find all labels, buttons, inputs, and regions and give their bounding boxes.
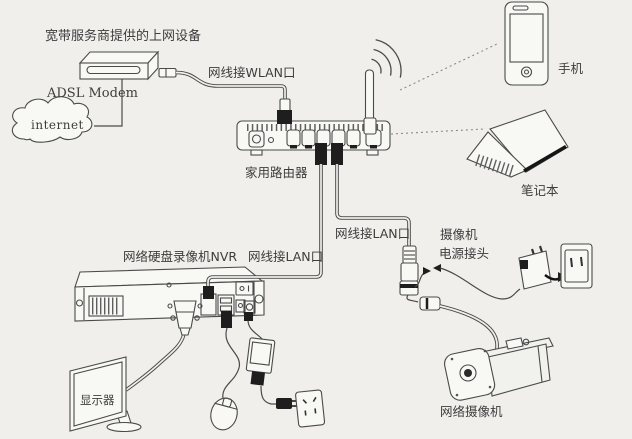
usb-plug: [221, 311, 232, 328]
modem-internet-line: [94, 79, 123, 127]
nvr-vent-grille: [88, 295, 124, 317]
wireless-link-phone: [399, 43, 498, 91]
rj45-plug: [331, 143, 343, 165]
ip-camera-label: 网络摄像机: [440, 404, 503, 419]
laptop-base: [466, 131, 528, 178]
phone-home-button: [520, 66, 533, 78]
laptop-keyboard: [475, 154, 514, 177]
wall-outlet-bottom-figure: [295, 389, 326, 428]
nvr-audio-port: [235, 299, 246, 313]
monitor-label: 显示器: [80, 393, 115, 407]
rj45-plug: [277, 110, 292, 124]
nvr-rack-hole: [75, 299, 84, 307]
phone-speaker: [512, 5, 529, 11]
wan-cable: [174, 70, 292, 124]
lan-cable-nvr-label: 网线接LAN口: [248, 249, 323, 264]
adsl-modem-figure: [78, 50, 177, 81]
router-foot: [250, 149, 263, 156]
camera-lens: [459, 364, 477, 382]
nvr-label: 网络硬盘录像机NVR: [123, 249, 237, 264]
power-plug: [276, 398, 292, 409]
lan-cable-camera-label: 网线接LAN口: [335, 226, 410, 241]
phone-figure: [504, 1, 549, 86]
camera-power-label-line1: 摄像机: [440, 227, 478, 242]
laptop-label: 笔记本: [521, 183, 559, 198]
wlan-cable-label: 网线接WLAN口: [208, 65, 296, 80]
camera-pigtail: [399, 245, 521, 376]
modem-vent-slot: [86, 65, 141, 75]
ip-camera-figure: [444, 337, 554, 401]
nvr-figure: [74, 266, 265, 322]
lan-cable-to-nvr: [203, 143, 327, 299]
connector-arrow: [433, 264, 441, 272]
router-antenna: [364, 69, 375, 123]
phone-screen: [509, 13, 544, 63]
router-reset-button: [267, 136, 275, 144]
laptop-hinge: [523, 144, 567, 173]
vga-plug: [175, 311, 195, 329]
nvr-power-adapter-figure: [244, 312, 298, 409]
rj45-plug: [203, 286, 214, 299]
rj45-plug: [315, 143, 327, 165]
dc-plug: [244, 312, 253, 321]
monitor-screen: [69, 356, 127, 432]
connector-arrow: [423, 267, 431, 275]
laptop-figure: [466, 109, 569, 178]
phone-label: 手机: [558, 61, 584, 76]
wall-outlet-right-figure: [560, 243, 593, 289]
mouse-cable: [222, 327, 240, 400]
router-power-jack: [248, 130, 265, 148]
monitor-base: [106, 421, 142, 433]
camera-power-label-line2: 电源接头: [439, 246, 489, 261]
internet-cloud-figure: [11, 96, 93, 143]
adsl-modem-label: ADSL Modem: [46, 86, 138, 101]
nvr-vga-port: [173, 300, 197, 313]
router-figure: [236, 69, 391, 156]
wifi-signal-icon: [371, 39, 402, 78]
modem-cable-connector: [158, 67, 177, 78]
camera-power-wire: [439, 267, 521, 300]
internet-label: internet: [31, 118, 84, 132]
mouse-scroll: [222, 397, 233, 408]
wireless-link-laptop: [390, 128, 486, 135]
nvr-screw: [166, 282, 172, 288]
lan-cable-to-camera: [331, 143, 411, 248]
nvr-rear-panel: [74, 280, 265, 322]
camera-power-adapter-figure: [518, 245, 567, 290]
mouse-figure: [210, 311, 240, 431]
isp-device-label: 宽带服务商提供的上网设备: [45, 28, 201, 44]
antenna-mount: [363, 117, 377, 135]
monitor-figure: 显示器: [69, 311, 200, 433]
dc-barrel-connector: [419, 296, 441, 311]
camera-bracket: [505, 337, 524, 350]
router-foot: [366, 149, 379, 156]
router-label: 家用路由器: [245, 165, 308, 180]
nvr-rack-hole: [254, 294, 264, 304]
